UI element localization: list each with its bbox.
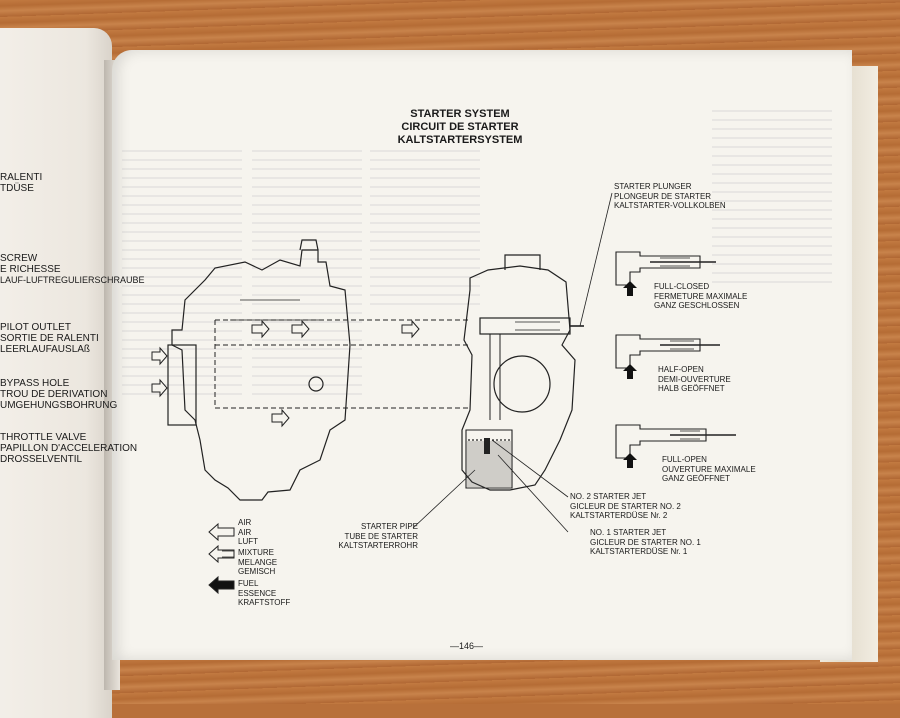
left-text-line: BYPASS HOLE	[0, 378, 70, 389]
legend-air-arrow	[208, 522, 235, 542]
bleed-through-text	[712, 110, 832, 290]
air-arrow	[401, 319, 420, 339]
air-arrow	[291, 319, 310, 339]
bleed-through-text	[370, 150, 480, 310]
diagram-title: STARTER SYSTEM CIRCUIT DE STARTER KALTST…	[380, 108, 540, 147]
left-text-line: SORTIE DE RALENTI	[0, 333, 99, 344]
float-bowl	[465, 429, 513, 489]
page-number: —146—	[450, 641, 484, 651]
legend-fuel-arrow	[208, 575, 235, 595]
title-fr: CIRCUIT DE STARTER	[401, 121, 519, 133]
air-arrow	[271, 408, 290, 428]
right-venturi	[493, 355, 551, 413]
plunger-half-open	[615, 334, 720, 369]
legend-mixture-arrow	[208, 544, 235, 564]
left-text-line: RALENTI	[0, 172, 43, 183]
fuel-arrow	[623, 364, 637, 379]
right-page	[112, 50, 852, 660]
fuel-arrow	[623, 281, 637, 296]
left-text-line: PILOT OUTLET	[0, 322, 71, 333]
left-text-line: TDÜSE	[0, 183, 34, 194]
left-throttle-shaft	[308, 376, 324, 392]
left-page	[0, 28, 112, 718]
plunger-full-closed	[615, 251, 716, 286]
left-text-line: DROSSELVENTIL	[0, 454, 83, 465]
bleed-through-text	[252, 150, 362, 400]
left-text-line: TROU DE DERIVATION	[0, 389, 108, 400]
left-text-line: E RICHESSE	[0, 264, 61, 275]
title-en: STARTER SYSTEM	[410, 108, 510, 120]
left-text-line: LEERLAUFAUSLAß	[0, 344, 91, 355]
right-carburetor-body	[461, 265, 576, 491]
left-text-line: LAUF-LUFTREGULIERSCHRAUBE	[0, 275, 145, 285]
air-arrow	[151, 378, 168, 398]
left-intake-port	[167, 344, 197, 426]
left-text-line: UMGEHUNGSBOHRUNG	[0, 400, 118, 411]
left-text-line: THROTTLE VALVE	[0, 432, 87, 443]
title-de: KALTSTARTERSYSTEM	[397, 134, 523, 146]
plunger-full-open	[615, 424, 736, 459]
starter-plunger-housing	[479, 317, 571, 335]
air-arrow	[151, 346, 168, 366]
fuel-arrow	[623, 453, 637, 468]
left-text-line: SCREW	[0, 253, 38, 264]
left-text-line: PAPILLON D'ACCELERATION	[0, 443, 138, 454]
air-arrow	[251, 319, 270, 339]
left-carburetor-body	[171, 249, 351, 501]
